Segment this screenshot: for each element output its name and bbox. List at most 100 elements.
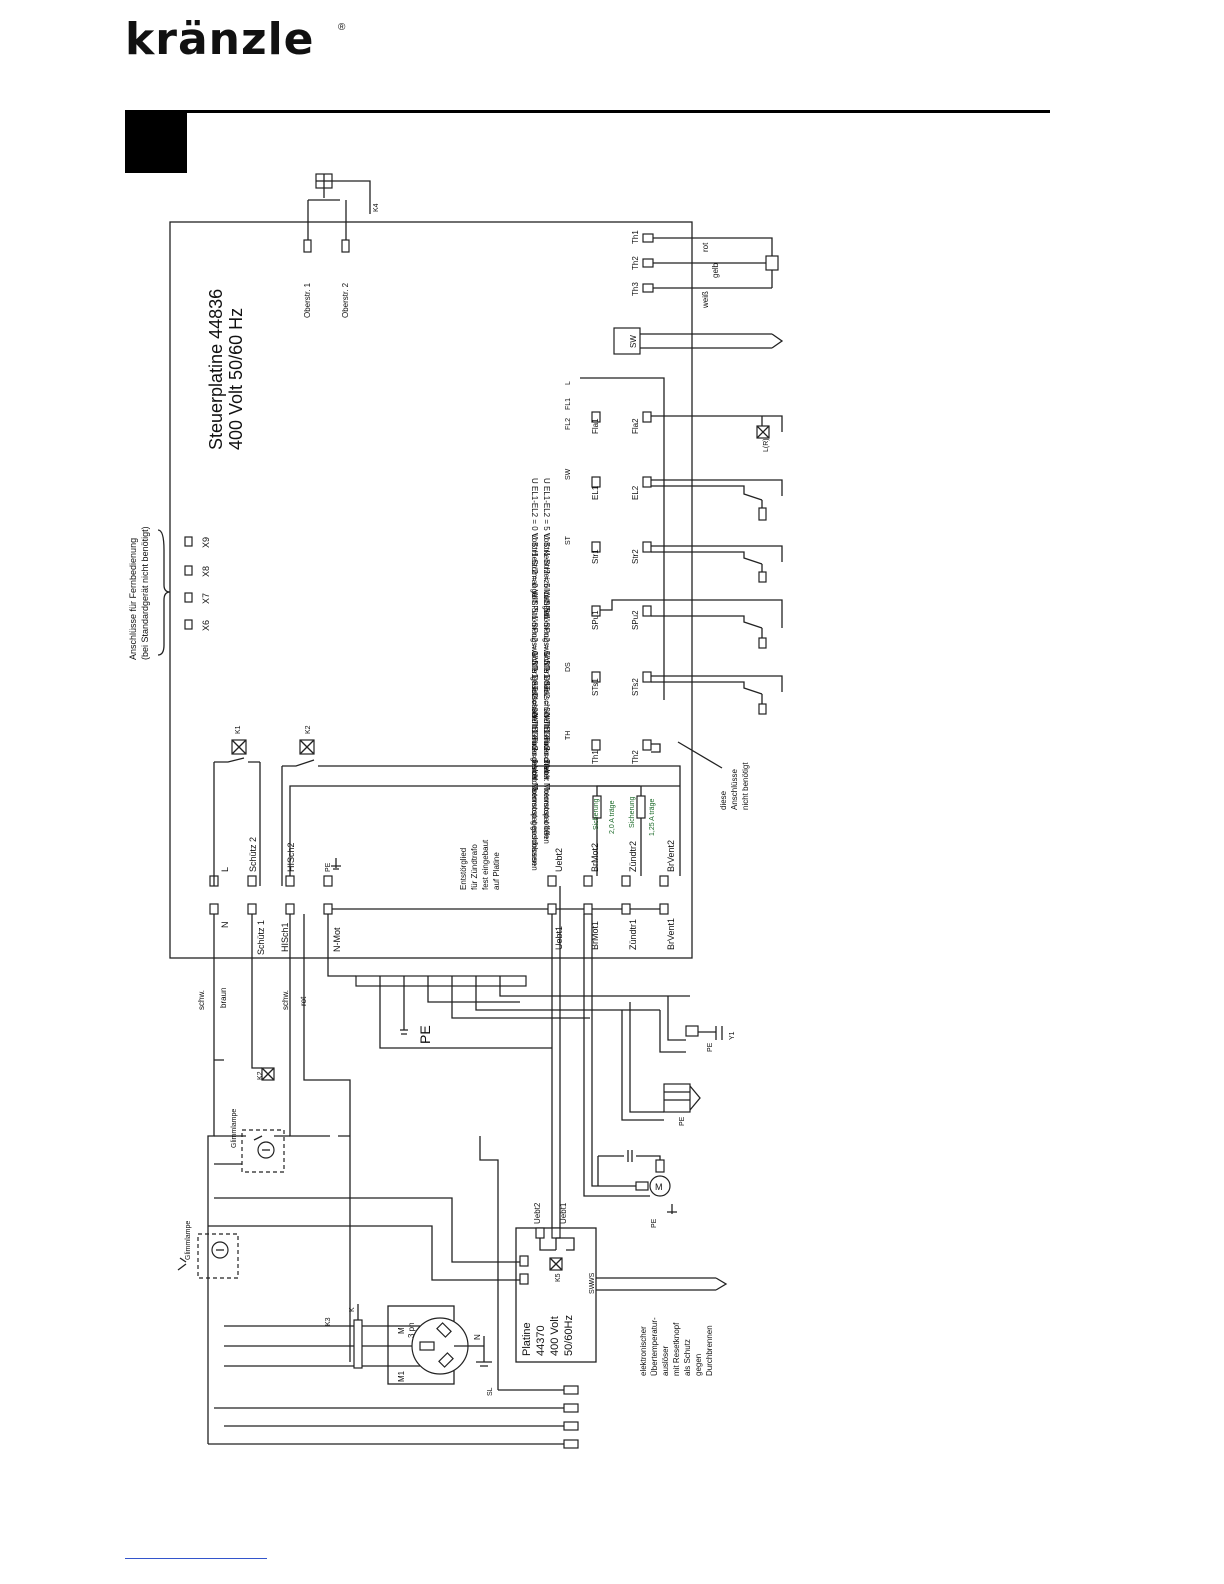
wire-gelb: gelb (711, 262, 720, 278)
conn-l: L (220, 867, 230, 872)
k3-contactor: K3 K (224, 1304, 420, 1369)
k1-label: K1 (235, 725, 242, 734)
motor3-ph: 3 ph (407, 1322, 416, 1338)
remote-note: (bei Standardgerät nicht benötigt) (140, 526, 150, 660)
terminal-x6: X6 (201, 620, 211, 631)
th1-connector: Th1 (631, 230, 640, 244)
ignition-transformer: PE (621, 1002, 701, 1126)
str2-label: Str2 (631, 549, 640, 564)
thermo-sensor-connectors: Th1 Th2 Th3 rot gelb weiß (631, 230, 779, 309)
terminal-x8: X8 (201, 566, 211, 577)
k4-label: K4 (373, 203, 380, 212)
wire-rot: rot (701, 242, 710, 252)
k-label: K (349, 1307, 356, 1312)
spu-note-5v: U SPu1-SPu2 = 5 Volt: Druckschalter Bren… (542, 592, 551, 775)
protect-line3: auslöser (661, 1345, 670, 1376)
th-note-0v: U Th1-Th2 = 0 Volt: Thermostat geschloss… (530, 712, 539, 871)
wire-braun: braun (219, 988, 228, 1008)
conn-schuetz2: Schütz 2 (248, 837, 258, 872)
terminal-strip (355, 975, 690, 1049)
spu2-label: SPu2 (631, 610, 640, 630)
pe-valve-label: PE (707, 1042, 714, 1052)
th2-pair-label: Th2 (631, 750, 640, 764)
conn-uebt1: Uebt1 (554, 926, 564, 950)
pe-main-label: PE (417, 1025, 433, 1044)
control-board-frame (169, 221, 693, 959)
unused-line3: nicht benötigt (741, 762, 750, 810)
sts-note-0v: U STs1-STs2 = 0 Volt: Druckschalter Moto… (530, 652, 539, 865)
fl1-label: FL1 (565, 398, 572, 410)
k1-relay: K1 (213, 725, 261, 876)
k3-label: K3 (325, 1317, 332, 1326)
sts-note-5v: U STs1-STs2 = 5 Volt: Druckschalter Moto… (542, 652, 551, 838)
glimmlampe-2-label: Glimmlampe (185, 1221, 192, 1260)
protect-line4: mit Resetknopf (672, 1322, 681, 1376)
motor3-m1: M1 (397, 1370, 406, 1382)
board-voltage: 400 Volt 50/60 Hz (226, 308, 246, 450)
el2-label: EL2 (631, 485, 640, 500)
conn-schuetz1: Schütz 1 (256, 920, 266, 955)
motorstop-pressure-switch: DS STs1 STs2 U STs1-STs2 = 0 Volt: Druck… (530, 652, 783, 865)
fla2-label: Fla2 (631, 418, 640, 434)
fuse1-rating: 2,0 A träge (609, 800, 616, 834)
section-marker (125, 113, 187, 173)
conn-uebt2: Uebt2 (554, 848, 564, 872)
platine-44370: Uebt2 Uebt1 K5 WS SW Platine 44370 400 V… (519, 1202, 728, 1356)
k5-label: K5 (555, 1273, 562, 1282)
str1-label: Str1 (591, 549, 600, 564)
remote-heading: Anschlüsse für Fernbedienung (128, 538, 138, 660)
conn-hisch1: HISch1 (280, 922, 290, 952)
pe-small-label: PE (679, 1116, 686, 1126)
burner-pressure-switch: SPu1 SPu2 U SPu1-SPu2 = 0 Volt: Drucksch… (530, 592, 783, 802)
fuse-125a: Sicherung 1,25 A träge (629, 786, 656, 876)
flame-monitor: L FL1 FL2 Fla1 Fla2 L(R) (565, 377, 783, 700)
conn-n: N (220, 922, 230, 929)
el-note-0v: U EL1-EL2 = 0 Volt: Heizölmangel (530, 478, 539, 599)
k2-relay: K2 (281, 725, 681, 876)
thermostat: TH Th1 Th2 U Th1-Th2 = 0 Volt: Thermosta… (530, 712, 661, 871)
conn-brvent2: BrVent2 (666, 840, 676, 872)
k2-coil: K2 (257, 1067, 275, 1081)
motor3-n: N (473, 1334, 482, 1340)
sts1-label: STs1 (591, 678, 600, 696)
protect-line1: elektronischer (639, 1326, 648, 1376)
header-rule (125, 110, 1050, 113)
burner-motor: M PE (583, 914, 677, 1228)
ds-label: DS (565, 662, 572, 672)
glimmlampe-2: Glimmlampe (177, 1221, 239, 1279)
entstor-line1: Entstörglied (459, 848, 468, 890)
entstor-line4: auf Platine (492, 852, 501, 890)
plug-terminals: SL (208, 1135, 579, 1449)
fl2-label: FL2 (565, 418, 572, 430)
three-phase-motor: M 3 ph M1 N (387, 1305, 492, 1385)
sl-label: SL (487, 1387, 494, 1396)
conn-brmot1: BrMot1 (590, 921, 600, 950)
kraenzle-logo: kränzle ® (125, 18, 355, 68)
th1-pair-label: Th1 (591, 750, 600, 764)
burner-valve: PE Y1 (659, 996, 736, 1053)
k2-label: K2 (305, 725, 312, 734)
conn-brmot2: BrMot2 (590, 843, 600, 872)
board-title: Steuerplatine 44836 (206, 289, 226, 450)
el1-label: EL1 (591, 485, 600, 500)
sw-sensor-label: SW (629, 335, 638, 348)
protect-line7: Durchbrennen (705, 1325, 714, 1376)
k2-coil-label: K2 (257, 1071, 264, 1080)
wire-rot-2: rot (299, 996, 308, 1006)
oil-level-sensor: SW EL1 EL2 U EL1-EL2 = 0 Volt: Heizölman… (530, 468, 783, 616)
terminal-x9: X9 (201, 537, 211, 548)
ws-label: WS (589, 1272, 596, 1284)
flow-switch: ST Str1 Str2 U Str1-Str2 = 0 Volt: Ström… (530, 534, 783, 721)
bottom-connectors-top-row: L Schütz 2 HISch2 PE Uebt2 BrMot2 Zündtr… (209, 837, 676, 887)
wire-schw-1: schw. (197, 990, 206, 1010)
el-note-5v: U EL1-EL2 = 5 Volt: kein Heizölmangel (542, 478, 551, 616)
logo-text: kränzle (125, 14, 315, 65)
platine2-line2: 44370 (535, 1325, 547, 1356)
fuse2-label: Sicherung (629, 796, 636, 828)
platine2-line4: 50/60Hz (563, 1315, 575, 1356)
terminal-x7: X7 (201, 593, 211, 604)
protect-line6: gegen (694, 1354, 703, 1376)
sw2-label: SW (565, 468, 572, 480)
entstor-line3: fest eingebaut (481, 839, 490, 890)
